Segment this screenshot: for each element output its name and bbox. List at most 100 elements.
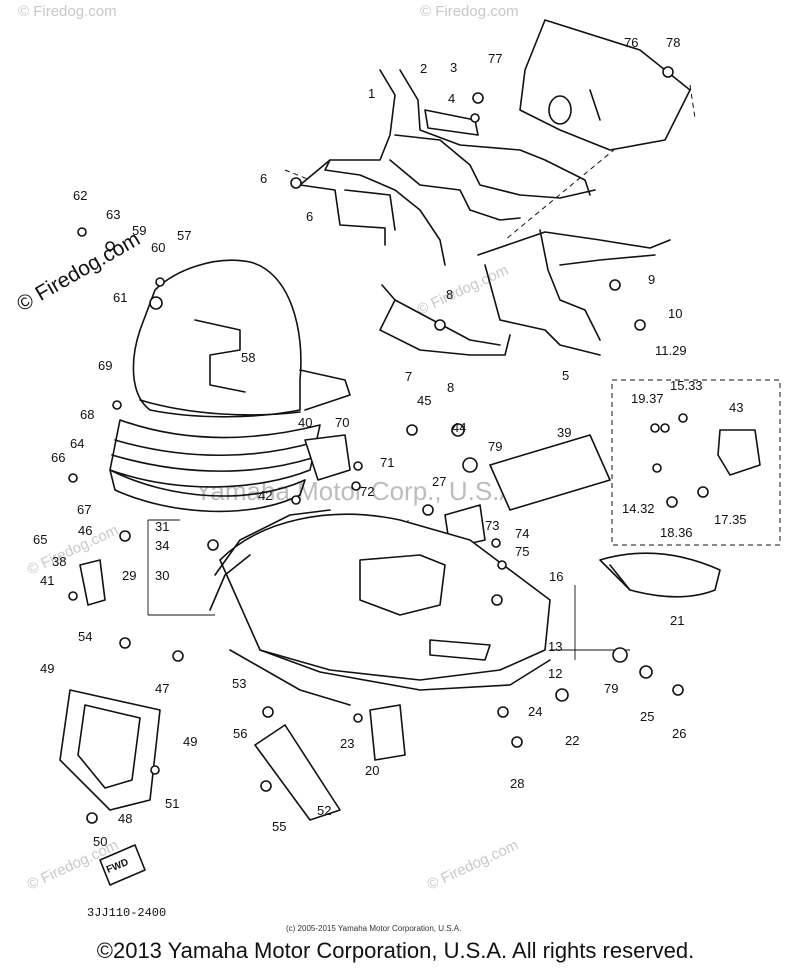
cover-20 (369, 704, 406, 761)
part-label: 44 (452, 420, 466, 435)
part-label: 54 (78, 629, 92, 644)
upper-cowling (109, 369, 351, 513)
part-label: 56 (233, 726, 247, 741)
inner-panel-76 (519, 19, 691, 151)
part-label: 6 (306, 209, 313, 224)
part-label: 68 (80, 407, 94, 422)
part-label: 20 (365, 763, 379, 778)
part-label: 45 (417, 393, 431, 408)
panel-38 (79, 559, 106, 606)
part-label: 51 (165, 796, 179, 811)
part-label: 50 (93, 834, 107, 849)
part-label: 49 (40, 661, 54, 676)
part-number-labels: 1 2 3 4 5 6 6 7 8 8 9 10 11.29 12 13 14.… (33, 35, 747, 849)
part-label: 59 (132, 223, 146, 238)
part-label: 46 (78, 523, 92, 538)
part-label: 78 (666, 35, 680, 50)
part-label: 6 (260, 171, 267, 186)
lower-cowling (209, 509, 551, 706)
part-label: 16 (549, 569, 563, 584)
small-copyright: (c) 2005-2015 Yamaha Motor Corporation, … (286, 924, 462, 933)
part-label: 65 (33, 532, 47, 547)
bracket-39 (489, 434, 611, 511)
part-label: 17.35 (714, 512, 747, 527)
part-label: 49 (183, 734, 197, 749)
part-label: 3 (450, 60, 457, 75)
cowling-stay-frame (299, 69, 671, 356)
part-label: 47 (155, 681, 169, 696)
part-label: 48 (118, 811, 132, 826)
part-label: 7 (405, 369, 412, 384)
part-label: 57 (177, 228, 191, 243)
fwd-arrow: FWD (99, 844, 146, 886)
part-label: 38 (52, 554, 66, 569)
part-label: 15.33 (670, 378, 703, 393)
footer-copyright: ©2013 Yamaha Motor Corporation, U.S.A. A… (96, 938, 695, 963)
part-label: 67 (77, 502, 91, 517)
diagram-code: 3JJ110-2400 (87, 906, 167, 920)
part-label: 64 (70, 436, 84, 451)
part-label: 66 (51, 450, 65, 465)
part-label: 28 (510, 776, 524, 791)
part-label: 29 (122, 568, 136, 583)
part-label: 30 (155, 568, 169, 583)
part-label: 19.37 (631, 391, 664, 406)
cover-43 (717, 429, 761, 476)
part-label: 8 (446, 287, 453, 302)
part-label: 8 (447, 380, 454, 395)
part-label: 34 (155, 538, 169, 553)
watermark-firedog: © Firedog.com (18, 3, 117, 20)
part-label: 1 (368, 86, 375, 101)
part-label: 11.29 (655, 343, 687, 358)
part-label: 4 (448, 91, 455, 106)
part-label: 39 (557, 425, 571, 440)
part-label: 14.32 (622, 501, 655, 516)
part-label: 13 (548, 639, 562, 654)
part-label: 40 (298, 415, 312, 430)
part-label: 10 (668, 306, 682, 321)
windshield-57 (132, 259, 302, 418)
part-label: 25 (640, 709, 654, 724)
part-label: 73 (485, 518, 499, 533)
part-label: 55 (272, 819, 286, 834)
part-label: 23 (340, 736, 354, 751)
panel-70 (304, 434, 351, 481)
air-duct-21 (599, 552, 721, 598)
part-label: 43 (729, 400, 743, 415)
part-label: 27 (432, 474, 446, 489)
part-label: 69 (98, 358, 112, 373)
panel-48 (59, 689, 161, 811)
part-label: 75 (515, 544, 529, 559)
part-label: 58 (241, 350, 255, 365)
part-label: 76 (624, 35, 638, 50)
part-label: 70 (335, 415, 349, 430)
part-label: 5 (562, 368, 569, 383)
part-label: 31 (155, 519, 169, 534)
part-label: 63 (106, 207, 120, 222)
part-label: 74 (515, 526, 529, 541)
part-label: 18.36 (660, 525, 693, 540)
part-label: 9 (648, 272, 655, 287)
part-label: 22 (565, 733, 579, 748)
bracket-52 (254, 724, 341, 821)
part-label: 72 (360, 484, 374, 499)
part-label: 79 (488, 439, 502, 454)
watermark-firedog: © Firedog.com (425, 837, 522, 894)
part-label: 77 (488, 51, 502, 66)
part-label: 2 (420, 61, 427, 76)
part-label: 62 (73, 188, 87, 203)
part-label: 60 (151, 240, 165, 255)
part-label: 21 (670, 613, 684, 628)
hardware-small-parts (68, 66, 709, 824)
part-label: 71 (380, 455, 394, 470)
part-label: 42 (258, 488, 272, 503)
watermark-firedog: © Firedog.com (25, 522, 122, 579)
watermark-firedog: © Firedog.com (420, 3, 519, 20)
part-label: 61 (113, 290, 127, 305)
part-label: 41 (40, 573, 54, 588)
part-label: 52 (317, 803, 331, 818)
part-label: 26 (672, 726, 686, 741)
part-label: 24 (528, 704, 542, 719)
